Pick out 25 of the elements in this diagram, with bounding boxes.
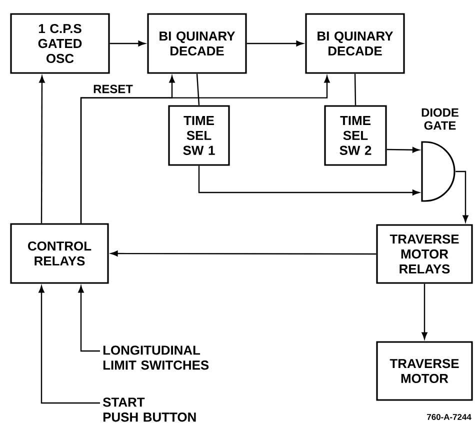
gate-label: DIODE GATE (422, 108, 458, 130)
arrow (198, 166, 420, 196)
block-box: TIME SEL SW 2 (324, 105, 387, 166)
block-box: TIME SEL SW 1 (168, 105, 230, 166)
arrow (386, 147, 420, 153)
arrow (110, 40, 146, 46)
block-box: TRAVERSE MOTOR RELAYS (376, 224, 473, 284)
arrow (80, 76, 330, 224)
arrow (78, 286, 100, 352)
arrow (110, 250, 376, 256)
edge-label: RESET (92, 84, 134, 94)
input-label: START PUSH BUTTON (102, 398, 196, 422)
arrow (39, 76, 45, 224)
arrow (246, 40, 304, 46)
arrow (456, 170, 468, 222)
block-box: CONTROL RELAYS (10, 223, 109, 284)
and-gate-symbol (421, 141, 456, 202)
figure-number: 760-A-7244 (427, 414, 472, 420)
input-label: LONGITUDINAL LIMIT SWITCHES (103, 346, 209, 370)
block-box: BI QUINARY DECADE (305, 13, 405, 74)
block-box: BI QUINARY DECADE (147, 13, 247, 74)
arrow (422, 284, 428, 340)
arrow (38, 286, 100, 404)
block-box: 1 C.P.S GATED OSC (10, 13, 110, 74)
block-box: TRAVERSE MOTOR (376, 341, 473, 401)
